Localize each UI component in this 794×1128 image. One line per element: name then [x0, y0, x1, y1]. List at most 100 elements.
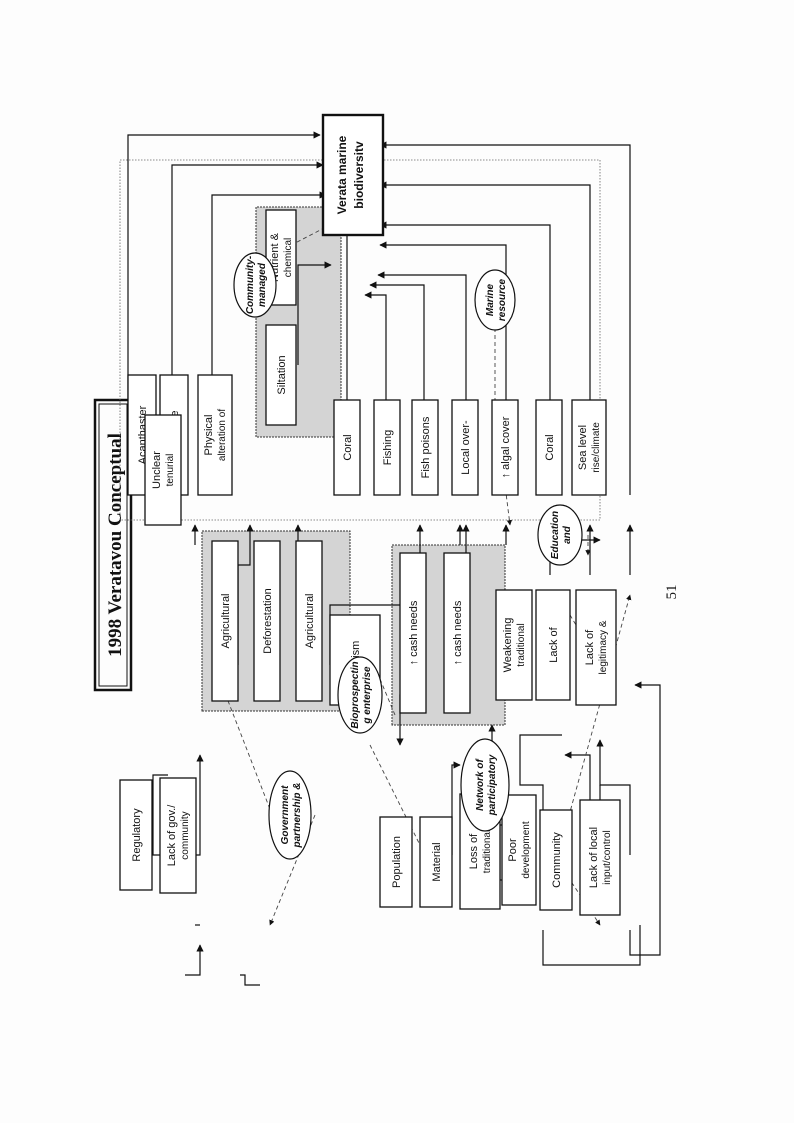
threat-box-label: Local over-	[460, 420, 472, 475]
intervention-label: Government	[280, 785, 291, 845]
indirect-box-frame	[144, 414, 182, 526]
indirect-box-label-2: legitimacy &	[598, 620, 609, 674]
root-box-label: Loss of	[468, 833, 480, 869]
root-box-label-2: community	[180, 811, 191, 859]
indirect-box-frame	[253, 540, 281, 702]
indirect-box-label: Deforestation	[262, 588, 274, 653]
threat-box-8: Fish poisons	[411, 399, 439, 496]
threat-box-10: ↑ algal cover	[491, 399, 519, 496]
threat-box-label-2: rise/climate	[591, 422, 602, 473]
threat-box-label-2: chemical	[283, 238, 294, 277]
diagram-title: 1998 Veratavou Conceptual	[105, 433, 126, 657]
intervention-label-2: g enterprise	[362, 666, 373, 725]
root-box-label: Lack of local	[588, 827, 600, 888]
indirect-box-frame	[443, 552, 471, 714]
threat-box-frame	[491, 399, 519, 496]
intervention-label: Bioprospectin	[350, 661, 361, 728]
threat-box-9: Local over-	[451, 399, 479, 496]
indirect-box-frame	[211, 540, 239, 702]
indirect-box-frame	[575, 589, 617, 706]
root-box-label: Poor	[507, 838, 519, 862]
threat-box-6: Coral	[333, 399, 361, 496]
threat-box-label-2: alteration of	[217, 409, 228, 461]
root-box-label: Regulatory	[131, 808, 143, 862]
intervention-label: Network of	[475, 757, 486, 810]
indirect-box-label: Agricultural	[304, 593, 316, 648]
root-box-1: Regulatory	[119, 779, 153, 891]
indirect-box-frame	[495, 589, 533, 701]
intervention-label-2: resource	[497, 278, 508, 321]
threat-box-7: Fishing	[373, 399, 401, 496]
target-label-2: biodiversitv	[352, 141, 366, 209]
root-box-label-2: traditional	[482, 830, 493, 873]
root-box-7: Community	[539, 809, 573, 911]
indirect-box-label: Unclear	[151, 451, 163, 489]
root-box-frame	[539, 809, 573, 911]
root-cause-boxes: Regulatory Lack of gov./communityPopulati…	[119, 777, 621, 916]
threat-box-frame	[451, 399, 479, 496]
root-box-label: Lack of gov./	[166, 804, 178, 866]
intervention-oval-frame	[268, 770, 312, 860]
intervention-oval-1: Community-managed	[233, 252, 277, 318]
threat-box-frame	[411, 399, 439, 496]
threat-box-label: ↑ algal cover	[500, 416, 512, 478]
root-box-label-2: development	[521, 821, 532, 878]
direct-threat-boxes: AcanthasterMangrovePhysicalalteration of…	[127, 209, 607, 496]
root-box-frame	[119, 779, 153, 891]
indirect-box-4: Agricultural	[295, 540, 323, 702]
threat-box-label: Fishing	[382, 430, 394, 465]
root-box-3: Population	[379, 816, 413, 908]
intervention-label: Community-	[245, 255, 256, 314]
threat-box-5: Nutrient &chemical	[265, 209, 297, 306]
threat-box-frame	[333, 399, 361, 496]
threat-box-frame	[373, 399, 401, 496]
threat-box-frame	[265, 324, 297, 426]
root-box-label: Community	[551, 832, 563, 888]
indirect-box-frame	[399, 552, 427, 714]
root-box-frame	[419, 816, 453, 908]
intervention-label-2: partnership &	[292, 782, 303, 848]
threat-box-4: Siltation	[265, 324, 297, 426]
connector-lines	[127, 131, 661, 986]
indirect-box-frame	[535, 589, 571, 701]
threat-box-frame	[571, 399, 607, 496]
root-box-frame	[501, 794, 537, 906]
intervention-oval-frame	[460, 738, 510, 832]
threat-box-label: Coral	[544, 434, 556, 460]
indirect-box-6: ↑ cash needs	[399, 552, 427, 714]
intervention-label: Education	[550, 511, 561, 559]
root-box-label: Population	[391, 836, 403, 888]
intervention-label-2: participatory	[487, 754, 498, 816]
indirect-box-3: Deforestation	[253, 540, 281, 702]
target-label-1: Verata marine	[335, 135, 349, 214]
title-frame	[93, 398, 133, 692]
intervention-oval-frame	[233, 252, 277, 318]
intervention-oval-frame	[537, 504, 583, 566]
indirect-box-label-2: tenurial	[165, 454, 176, 487]
root-box-label-2: input/control	[602, 830, 613, 884]
root-box-frame	[579, 799, 621, 916]
threat-box-label: Fish poisons	[420, 416, 432, 478]
indirect-box-label: Lack of	[584, 629, 596, 665]
intervention-oval-frame	[337, 656, 383, 734]
threat-box-label: Physical	[203, 415, 215, 456]
indirect-box-label: ↑ cash needs	[408, 600, 420, 665]
intervention-label-2: and	[562, 525, 573, 544]
indirect-box-9: Lack of	[535, 589, 571, 701]
threat-box-frame	[197, 374, 233, 496]
root-box-frame	[379, 816, 413, 908]
root-box-frame	[159, 777, 197, 894]
